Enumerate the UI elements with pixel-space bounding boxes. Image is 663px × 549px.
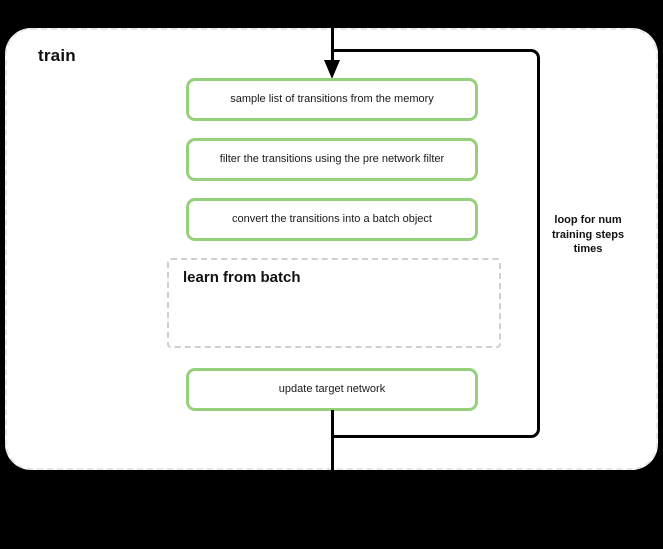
subgraph-title: learn from batch: [183, 269, 301, 286]
inbound-arrowhead-icon: [324, 60, 340, 79]
loop-caption: loop for num training steps times: [541, 213, 635, 257]
loop-connector-right: [537, 58, 540, 428]
page-title: train: [38, 46, 76, 65]
step-node-convert-to-batch[interactable]: convert the transitions into a batch obj…: [186, 198, 478, 241]
loop-corner-top-right: [527, 49, 540, 62]
loop-caption-line-3: times: [573, 243, 603, 256]
step-node-label: update target network: [278, 382, 386, 395]
loop-caption-line-2: training steps: [551, 228, 625, 241]
loop-connector-top: [331, 49, 529, 52]
outbound-connector-line: [331, 410, 334, 472]
loop-caption-line-1: loop for num: [554, 214, 622, 226]
step-node-label: sample list of transitions from the memo…: [230, 92, 434, 105]
loop-connector-bottom: [331, 435, 529, 438]
step-node-label: filter the transitions using the pre net…: [219, 152, 445, 165]
step-node-sample-transitions[interactable]: sample list of transitions from the memo…: [186, 78, 478, 121]
inbound-connector-line: [331, 0, 334, 62]
subgraph-learn-from-batch[interactable]: learn from batch: [167, 258, 501, 348]
loop-corner-bottom-right: [527, 425, 540, 438]
step-node-filter-transitions[interactable]: filter the transitions using the pre net…: [186, 138, 478, 181]
step-node-label: convert the transitions into a batch obj…: [232, 212, 432, 225]
step-node-update-target-network[interactable]: update target network: [186, 368, 478, 411]
